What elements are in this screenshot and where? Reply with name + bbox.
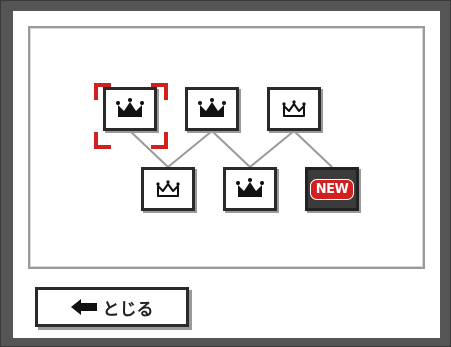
close-button-label: とじる bbox=[102, 299, 154, 320]
connector-3-6 bbox=[293, 130, 333, 168]
new-badge: NEW bbox=[309, 178, 355, 200]
close-button[interactable]: とじる bbox=[35, 287, 189, 327]
connector-3-5 bbox=[249, 130, 295, 168]
level-tile-6[interactable]: NEW bbox=[305, 167, 359, 211]
level-tile-3[interactable] bbox=[267, 87, 321, 131]
level-map-panel: NEW bbox=[28, 26, 425, 269]
level-tile-1[interactable] bbox=[103, 87, 157, 131]
crown-filled-icon bbox=[116, 98, 144, 117]
level-tile-4[interactable] bbox=[141, 167, 195, 211]
crown-filled-icon bbox=[236, 178, 264, 197]
connector-2-5 bbox=[211, 130, 251, 168]
connector-lines bbox=[129, 130, 333, 168]
connector-2-4 bbox=[167, 130, 213, 168]
screen-inner: NEW とじる bbox=[13, 11, 440, 338]
left-arrow-icon bbox=[70, 299, 97, 315]
crown-outline-icon bbox=[282, 100, 306, 117]
connector-1-4 bbox=[129, 130, 169, 168]
crown-filled-icon bbox=[198, 98, 226, 117]
crown-outline-icon bbox=[156, 180, 180, 197]
selection-cursor bbox=[94, 83, 168, 149]
level-tile-2[interactable] bbox=[185, 87, 239, 131]
level-tile-5[interactable] bbox=[223, 167, 277, 211]
